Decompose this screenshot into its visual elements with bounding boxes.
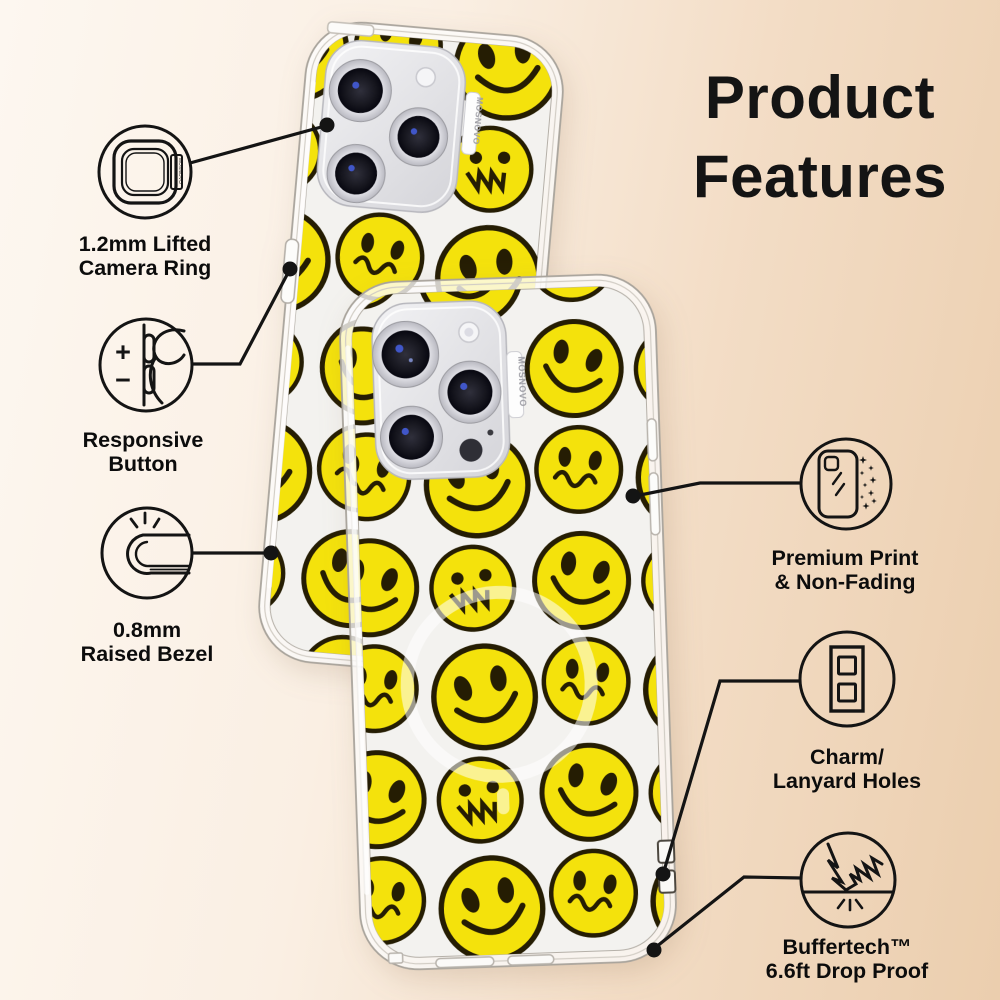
magsafe-notch xyxy=(497,788,510,815)
label-line: Raised Bezel xyxy=(80,642,214,666)
feature-label-premium-print: Premium Print & Non-Fading xyxy=(725,546,965,594)
bottom-port-slot xyxy=(435,956,495,969)
drop-proof-icon xyxy=(801,842,895,912)
page-title: Product Features xyxy=(650,58,990,216)
leader-responsive-button xyxy=(192,270,291,366)
feature-label-camera-ring: 1.2mm Lifted Camera Ring xyxy=(25,232,265,280)
impact-burst xyxy=(826,842,884,892)
feature-label-drop-proof: Buffertech™ 6.6ft Drop Proof xyxy=(727,935,967,983)
title-line-2: Features xyxy=(692,143,948,210)
leader-drop-proof xyxy=(655,875,802,949)
responsive-button-icon: + − xyxy=(115,323,186,407)
label-line: Responsive xyxy=(82,428,204,452)
top-rail-notch xyxy=(326,21,375,37)
label-line: 0.8mm xyxy=(112,618,182,642)
lanyard-holes-icon xyxy=(829,645,865,713)
camera-module-back: MOSNOVO xyxy=(316,39,485,213)
side-button-power xyxy=(648,472,661,536)
label-line: Button xyxy=(108,452,178,476)
leader-camera-ring xyxy=(189,124,326,165)
minus-glyph: − xyxy=(115,365,131,395)
label-line: Premium Print xyxy=(771,546,919,570)
flash-back xyxy=(415,67,436,88)
feature-label-raised-bezel: 0.8mm Raised Bezel xyxy=(27,618,267,666)
phone-case-front: MOSNOVO xyxy=(339,273,677,971)
label-line: 1.2mm Lifted xyxy=(78,232,212,256)
brand-text-front: MOSNOVO xyxy=(516,356,528,407)
camera-module-front: MOSNOVO xyxy=(371,300,528,481)
callout-leader-lines xyxy=(189,124,802,949)
side-button-small xyxy=(646,418,659,462)
leader-lanyard xyxy=(662,679,801,872)
leader-premium-print xyxy=(634,481,800,498)
label-line: Lanyard Holes xyxy=(772,769,922,793)
plus-glyph: + xyxy=(115,337,131,367)
title-line-1: Product xyxy=(704,64,936,131)
callout-circles xyxy=(97,124,897,929)
camera-ring-icon: MOSNOVO xyxy=(112,139,183,205)
callout-dots xyxy=(263,117,671,958)
label-line: Camera Ring xyxy=(78,256,212,280)
feature-label-responsive-button: Responsive Button xyxy=(23,428,263,476)
label-line: & Non-Fading xyxy=(774,570,916,594)
brand-tab-front xyxy=(506,351,525,419)
magsafe-ring xyxy=(400,585,598,783)
lidar-sensor xyxy=(459,438,483,462)
bottom-speaker-slot xyxy=(507,954,555,966)
label-line: Buffertech™ xyxy=(782,935,912,959)
brand-text-back: MOSNOVO xyxy=(471,97,485,146)
premium-print-icon xyxy=(817,449,877,519)
sparkle-stars xyxy=(859,456,877,510)
raised-bezel-icon xyxy=(126,511,191,575)
mic-hole xyxy=(487,429,494,436)
brand-tab-back xyxy=(461,91,481,155)
label-line: 6.6ft Drop Proof xyxy=(765,959,929,983)
feature-label-lanyard-holes: Charm/ Lanyard Holes xyxy=(727,745,967,793)
label-line: Charm/ xyxy=(809,745,885,769)
brand-text-icon: MOSNOVO xyxy=(178,158,183,184)
